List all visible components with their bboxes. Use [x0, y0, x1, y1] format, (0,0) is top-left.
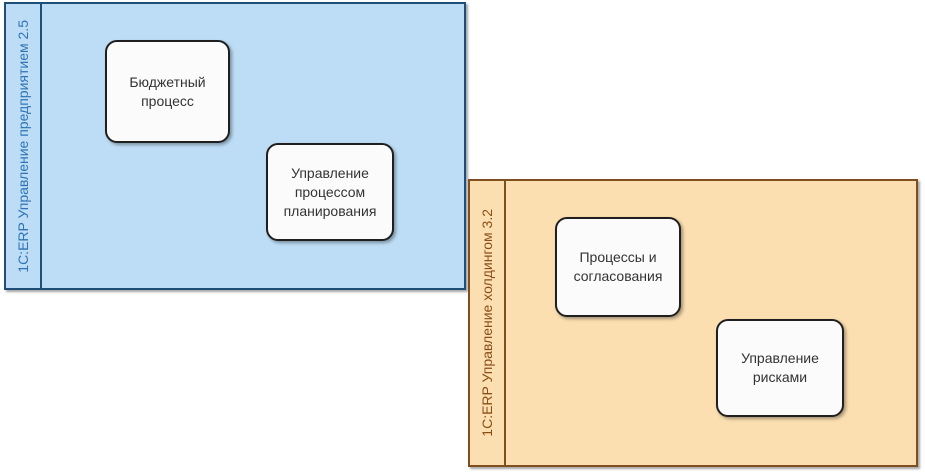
node-risk-management: Управление рисками [716, 319, 844, 417]
group-erp-holding-label: 1C:ERP Управление холдингом 3.2 [479, 209, 495, 437]
group-erp-holding-label-strip: 1C:ERP Управление холдингом 3.2 [470, 181, 506, 465]
group-erp-holding-body: Процессы и согласования Управление риска… [506, 181, 916, 465]
node-planning-process-management: Управление процессом планирования [266, 143, 394, 241]
group-erp-enterprise-body: Бюджетный процесс Управление процессом п… [42, 4, 464, 288]
group-erp-holding: 1C:ERP Управление холдингом 3.2 Процессы… [468, 179, 918, 467]
node-planning-process-management-label: Управление процессом планирования [283, 164, 377, 219]
group-erp-enterprise-label: 1C:ERP Управление предприятием 2.5 [15, 19, 31, 273]
group-erp-enterprise: 1C:ERP Управление предприятием 2.5 Бюдже… [4, 2, 466, 290]
node-processes-and-approvals-label: Процессы и согласования [573, 249, 663, 284]
node-risk-management-label: Управление рисками [741, 350, 819, 385]
group-erp-enterprise-label-strip: 1C:ERP Управление предприятием 2.5 [6, 4, 42, 288]
node-processes-and-approvals: Процессы и согласования [555, 217, 681, 317]
node-budget-process-label: Бюджетный процесс [129, 73, 206, 109]
node-budget-process: Бюджетный процесс [105, 40, 230, 143]
